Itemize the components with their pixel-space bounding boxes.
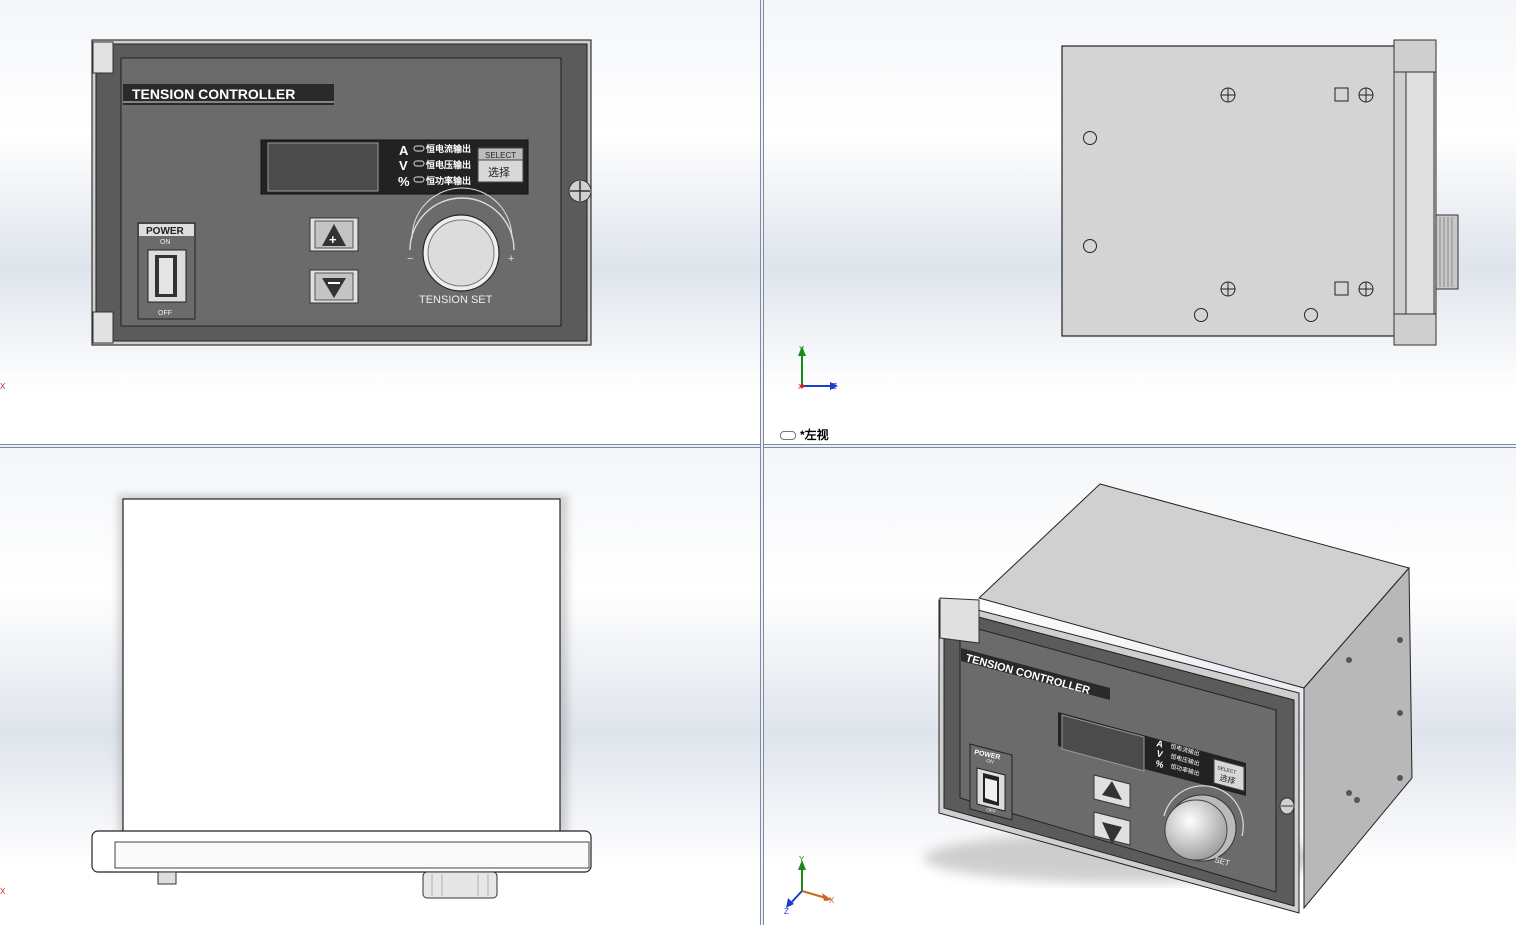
iso-unit-v: V (1155, 748, 1163, 759)
knob-plus: + (508, 253, 514, 265)
iso-select-button[interactable]: SELECT 选择 (1213, 758, 1245, 792)
power-label: POWER (146, 226, 185, 237)
led-current-icon (413, 145, 425, 152)
front-view-drawing: TENSION CONTROLLER A V % 恒电流输出 恒电压输出 恒功率… (0, 39, 592, 391)
front-viewport[interactable]: TENSION CONTROLLER A V % 恒电流输出 恒电压输出 恒功率… (0, 0, 760, 444)
knob-stub (422, 871, 498, 899)
up-button[interactable]: + (309, 217, 359, 252)
iso-screw-icon (1279, 797, 1295, 815)
iso-axis-x: X (829, 896, 835, 905)
left-axis-x: X (798, 384, 803, 391)
left-viewport[interactable]: Y Z X *左视 (764, 0, 1516, 444)
iso-axis-y: Y (799, 855, 805, 864)
round-hole-icon (1346, 637, 1403, 803)
left-axis-y: Y (799, 345, 805, 354)
switch-stub (157, 871, 177, 885)
iso-knob-label: SET (1213, 855, 1230, 868)
tension-knob[interactable] (422, 214, 500, 292)
unit-v-label: V (399, 158, 408, 173)
iso-knob-arc-icon (1163, 785, 1244, 837)
front-axis-marker: X (0, 382, 6, 391)
iso-tension-knob[interactable] (1164, 794, 1237, 862)
square-hole-icon (1334, 87, 1349, 296)
unit-a-label: A (399, 143, 409, 158)
power-switch[interactable] (147, 249, 187, 303)
left-axis-z: Z (832, 382, 837, 391)
iso-power-switch[interactable] (976, 767, 1006, 812)
led-voltage-icon (413, 160, 425, 167)
knob-side (1435, 214, 1459, 290)
top-view-drawing: X (0, 494, 592, 899)
iso-up-arrow-icon (1102, 781, 1122, 800)
vertical-splitter[interactable] (760, 0, 764, 925)
power-on-label: ON (160, 239, 171, 246)
mode-current-label: 恒电流输出 (426, 143, 471, 154)
horizontal-splitter[interactable] (0, 444, 1516, 448)
iso-select-label: SELECT (1216, 765, 1236, 776)
iso-up-button[interactable] (1093, 774, 1131, 809)
iso-unit-a: A (1155, 738, 1164, 749)
led-power-icon (413, 176, 425, 183)
round-hole-icon (1083, 131, 1318, 322)
iso-viewport[interactable]: TENSION CONTROLLER A V % 恒电流输出 恒电压输出 恒功率… (764, 448, 1516, 925)
iso-power-off: OFF (986, 807, 997, 815)
mode-voltage-label: 恒电压输出 (426, 159, 471, 170)
select-button[interactable]: SELECT 选择 (477, 147, 524, 183)
top-housing (122, 498, 561, 835)
iso-axis-z: Z (784, 907, 789, 916)
screw-icon (568, 179, 592, 203)
select-cn-label: 选择 (488, 165, 510, 179)
mode-power-label: 恒功率输出 (426, 175, 471, 186)
iso-power-on: ON (986, 758, 995, 766)
iso-down-arrow-icon (1102, 822, 1122, 844)
iso-axis-triad-icon (786, 860, 832, 908)
top-axis-marker: X (0, 887, 6, 896)
iso-select-cn: 选择 (1218, 772, 1236, 786)
iso-down-button[interactable] (1093, 811, 1131, 846)
down-button[interactable] (309, 269, 359, 304)
iso-unit-pct: % (1154, 758, 1164, 770)
screw-icon (1220, 87, 1374, 297)
top-viewport[interactable]: X (0, 448, 760, 925)
power-off-label: OFF (158, 310, 172, 317)
up-symbol: + (329, 232, 337, 247)
iso-view-drawing: TENSION CONTROLLER A V % 恒电流输出 恒电压输出 恒功率… (784, 483, 1413, 916)
unit-pct-label: % (398, 174, 410, 189)
knob-arc-icon (409, 197, 515, 251)
up-arrow-icon (322, 224, 346, 246)
link-icon (780, 431, 796, 441)
select-label: SELECT (485, 151, 516, 160)
axis-triad-icon (798, 346, 838, 390)
view-name-text: *左视 (800, 428, 829, 442)
front-header-text: TENSION CONTROLLER (132, 86, 295, 102)
knob-label: TENSION SET (419, 294, 493, 306)
left-view-drawing: Y Z X (798, 39, 1459, 391)
knob-minus: − (407, 253, 413, 265)
view-name-label: *左视 (780, 426, 829, 443)
